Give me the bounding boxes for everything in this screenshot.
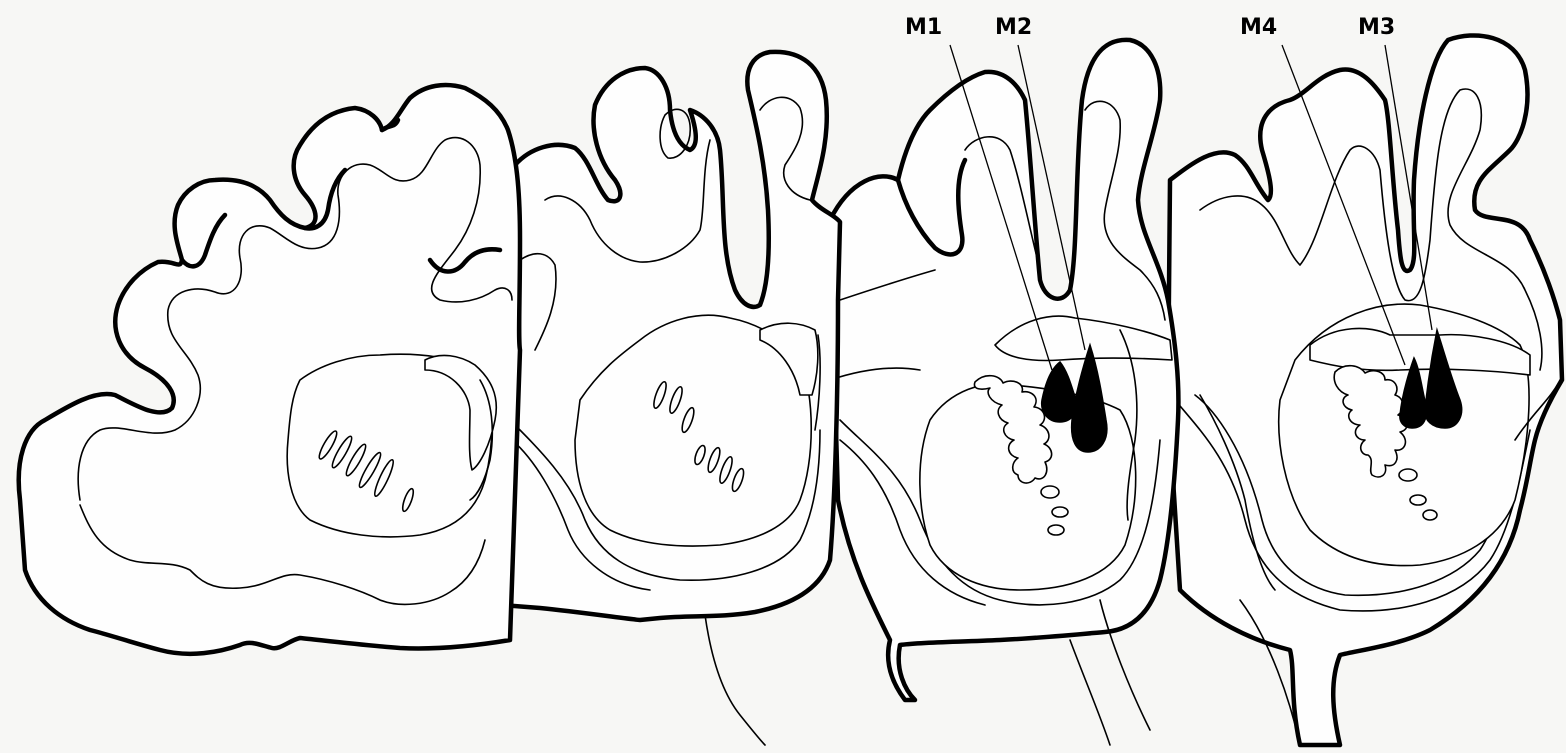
label-m1: M1	[905, 15, 942, 40]
section-3-cell	[1048, 525, 1064, 535]
section-2-stem-line	[705, 615, 765, 745]
section-1	[19, 85, 520, 654]
section-2	[502, 52, 840, 745]
label-m4: M4	[1240, 15, 1277, 40]
labels: M1 M2 M4 M3	[905, 15, 1395, 40]
section-3	[830, 40, 1178, 745]
section-3-cell	[1041, 486, 1059, 498]
section-4	[1168, 35, 1562, 745]
section-3-cell	[1052, 507, 1068, 517]
label-m3: M3	[1358, 15, 1395, 40]
section-3-stem-line	[1070, 640, 1110, 745]
label-m2: M2	[995, 15, 1032, 40]
section-4-cell	[1399, 469, 1417, 481]
section-4-cell	[1410, 495, 1426, 505]
section-4-cell	[1423, 510, 1437, 520]
